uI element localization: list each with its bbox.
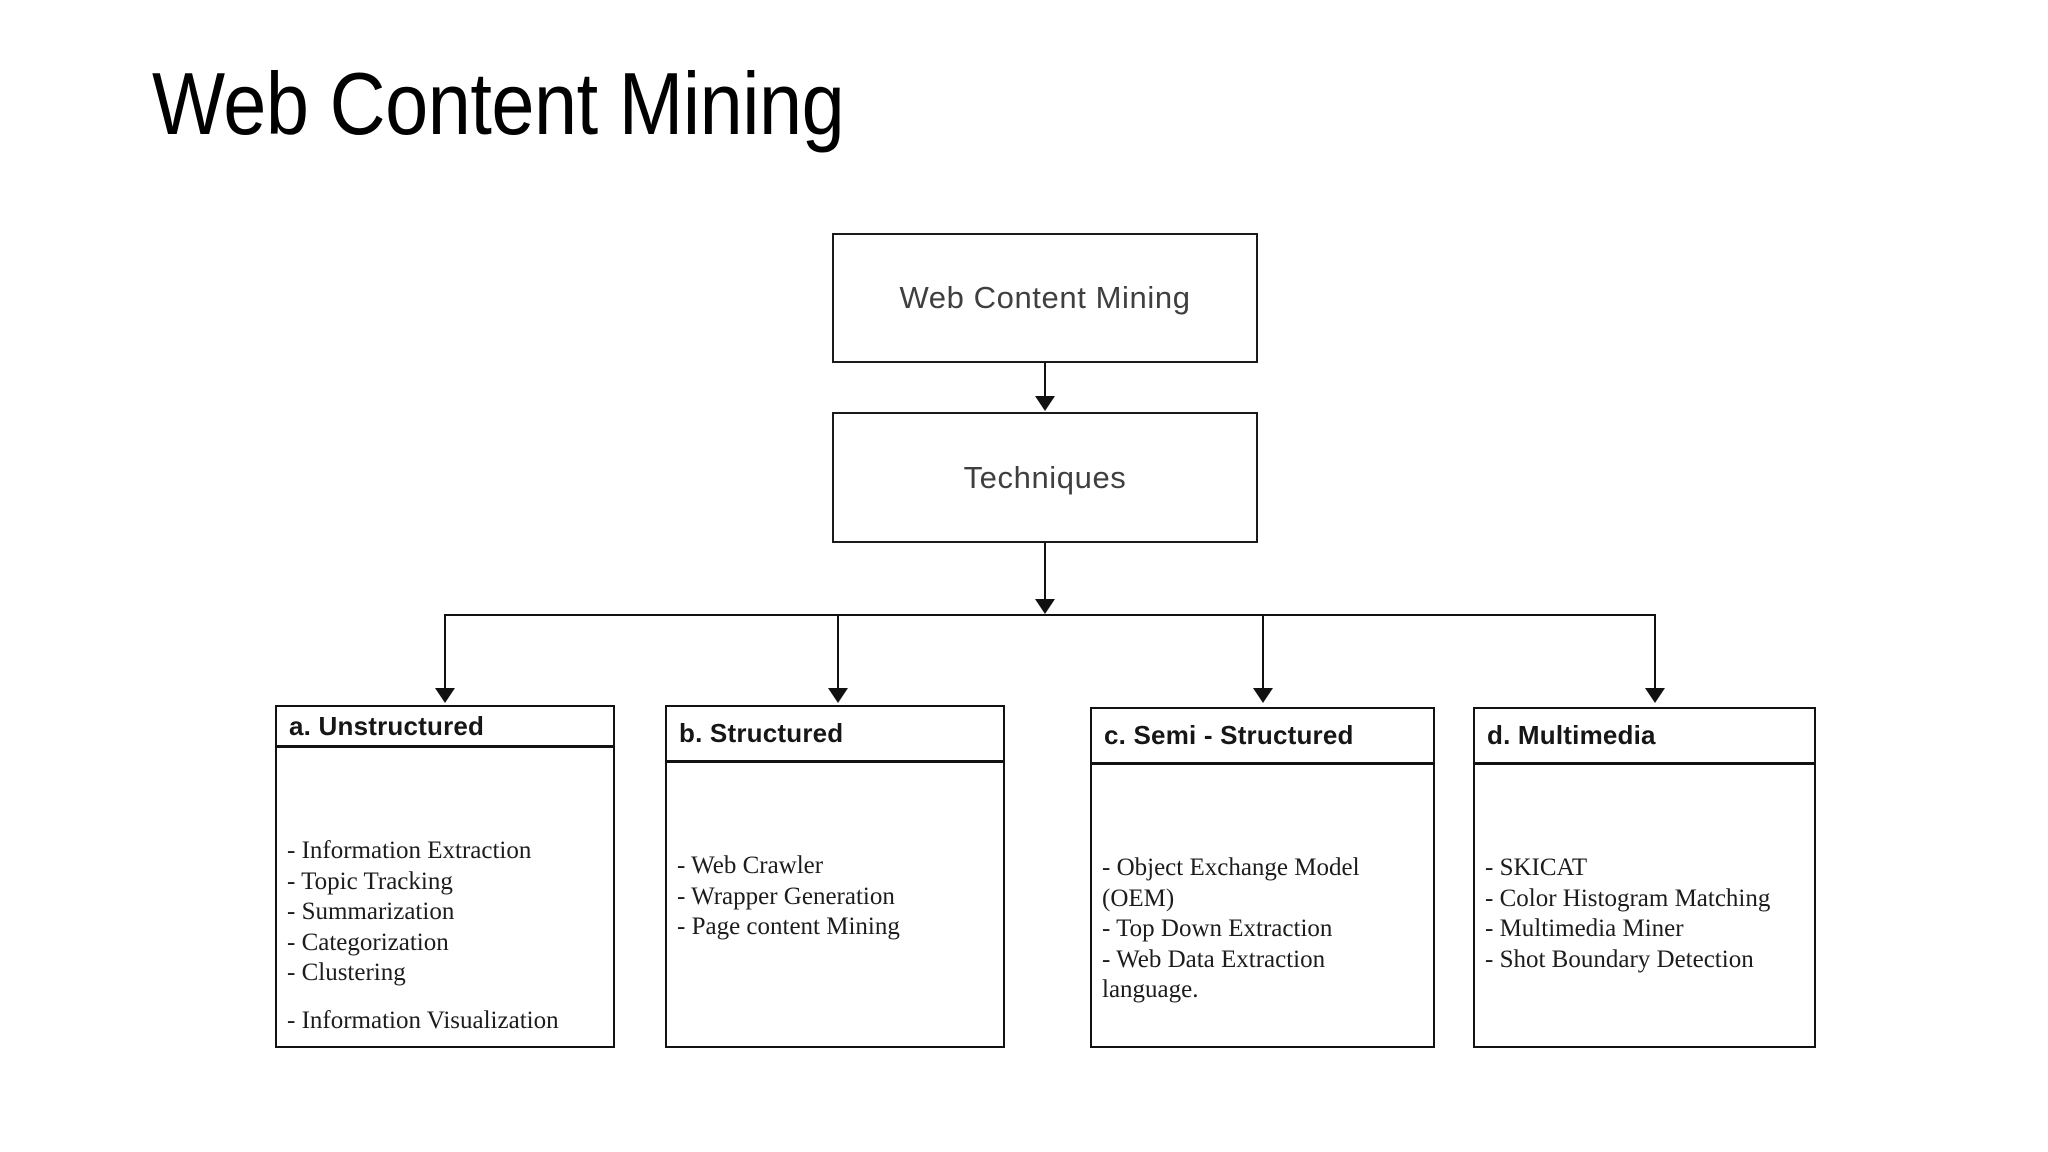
connector-bus-to-semi-structured (1262, 614, 1264, 688)
list-item: - Information Extraction (287, 837, 532, 864)
arrowhead-techniques-to-bus (1035, 599, 1055, 614)
list-item: - Information Visualization (287, 1006, 559, 1034)
category-body-unstructured: - Information Extraction - Topic Trackin… (277, 748, 613, 1046)
category-body-semi-structured: - Object Exchange Model (OEM) - Top Down… (1092, 765, 1433, 1046)
connector-techniques-to-bus (1044, 543, 1046, 599)
category-box-semi-structured: c. Semi - Structured - Object Exchange M… (1090, 707, 1435, 1048)
list-item: - Object Exchange Model (OEM) (1102, 854, 1366, 912)
node-web-content-mining-label: Web Content Mining (899, 280, 1191, 315)
arrowhead-bus-to-structured (828, 688, 848, 703)
list-item: - Web Crawler (677, 852, 824, 879)
category-header-structured: b. Structured (667, 707, 1003, 763)
category-header-unstructured: a. Unstructured (277, 707, 613, 748)
list-item: - Web Data Extraction language. (1102, 945, 1332, 1004)
arrowhead-bus-to-multimedia (1645, 688, 1665, 703)
connector-bus-to-unstructured (444, 614, 446, 688)
list-item: - SKICAT (1485, 854, 1588, 881)
page-title: Web Content Mining (152, 54, 845, 153)
list-item: - Multimedia Miner (1485, 915, 1684, 942)
arrowhead-root-to-techniques (1035, 396, 1055, 411)
category-header-multimedia: d. Multimedia (1475, 709, 1814, 765)
node-techniques-label: Techniques (963, 459, 1127, 495)
category-box-unstructured: a. Unstructured - Information Extraction… (275, 705, 615, 1048)
list-item: - Summarization (287, 898, 455, 925)
list-item: - Page content Mining (677, 913, 900, 940)
list-item: - Shot Boundary Detection (1485, 945, 1754, 973)
connector-bus-to-multimedia (1654, 614, 1656, 688)
category-header-semi-structured: c. Semi - Structured (1092, 709, 1433, 765)
list-item: - Categorization (287, 928, 449, 956)
list-item: - Wrapper Generation (677, 882, 895, 910)
category-body-structured: - Web Crawler - Wrapper Generation - Pag… (667, 763, 1003, 1046)
category-box-multimedia: d. Multimedia - SKICAT - Color Histogram… (1473, 707, 1816, 1048)
connector-bus-to-structured (837, 614, 839, 688)
list-item: - Top Down Extraction (1102, 915, 1333, 942)
connector-root-to-techniques (1044, 363, 1046, 397)
connector-bus-horizontal (444, 614, 1656, 616)
category-body-multimedia: - SKICAT - Color Histogram Matching - Mu… (1475, 765, 1814, 1046)
arrowhead-bus-to-semi-structured (1253, 688, 1273, 703)
node-techniques: Techniques (832, 412, 1258, 543)
category-box-structured: b. Structured - Web Crawler - Wrapper Ge… (665, 705, 1005, 1048)
node-web-content-mining: Web Content Mining (832, 233, 1258, 363)
arrowhead-bus-to-unstructured (435, 688, 455, 703)
list-item: - Clustering (287, 959, 406, 986)
list-item: - Color Histogram Matching (1485, 884, 1771, 912)
list-item: - Topic Tracking (287, 867, 453, 895)
